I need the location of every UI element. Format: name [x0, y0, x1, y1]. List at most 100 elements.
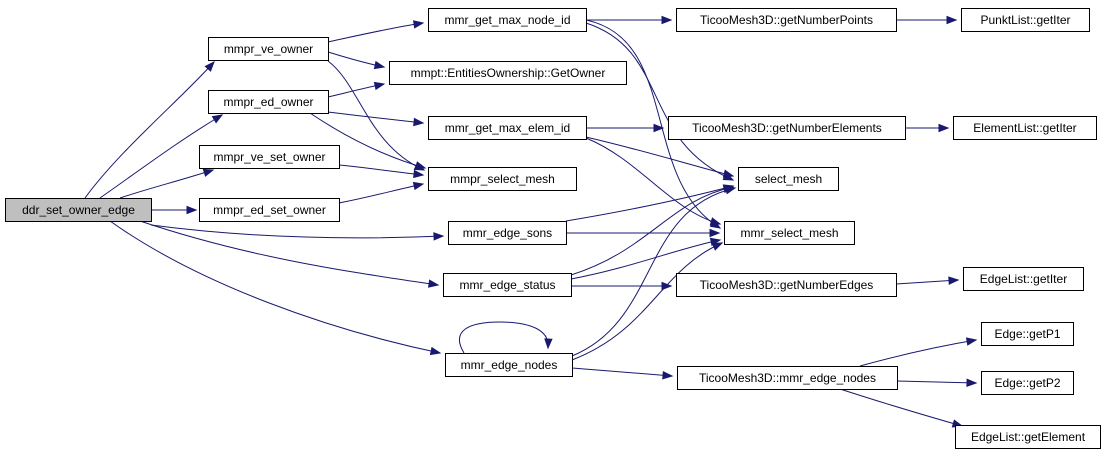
node-box[interactable] [676, 273, 897, 297]
node-box[interactable] [428, 8, 587, 32]
edge-ticoo-edge-nodes-to-get-p2-arrowhead [966, 378, 978, 387]
edge-edge-nodes-to-mmr-select-mesh [571, 242, 723, 361]
edge-edge-status-to-mmr-select-mesh [570, 239, 721, 280]
node-box[interactable] [955, 425, 1101, 449]
node-edge-iter[interactable]: EdgeList::getIter [963, 267, 1084, 291]
node-max-elem-id[interactable]: mmr_get_max_elem_id [428, 116, 587, 140]
node-box[interactable] [963, 267, 1084, 291]
node-box[interactable] [199, 198, 340, 222]
node-box[interactable] [199, 145, 340, 169]
node-box[interactable] [953, 116, 1097, 140]
node-box[interactable] [428, 116, 587, 140]
edge-max-elem-id-to-select-mesh-arrowhead [722, 169, 735, 178]
node-label: mmpt::EntitiesOwnership::GetOwner [411, 66, 606, 80]
edge-max-elem-id-to-mmr-select-mesh-arrowhead [709, 217, 722, 226]
edge-root-to-ed-owner [99, 114, 223, 199]
edge-max-elem-id-to-select-mesh [585, 136, 734, 177]
node-max-node-id[interactable]: mmr_get_max_node_id [428, 8, 587, 32]
edge-layer [84, 15, 978, 428]
edge-ed-set-owner-to-mmpr-select-mesh [338, 183, 424, 204]
edge-max-elem-id-to-num-elements-arrowhead [653, 123, 665, 133]
edge-ed-owner-to-max-elem-id [327, 111, 424, 124]
node-edge-sons[interactable]: mmr_edge_sons [448, 221, 567, 245]
node-label: mmpr_select_mesh [450, 172, 555, 186]
edge-ve-owner-to-get-owner-arrowhead [373, 60, 386, 70]
node-box[interactable] [208, 90, 329, 114]
edge-edge-nodes-to-edge-nodes [458, 321, 549, 354]
node-box[interactable] [443, 273, 572, 297]
node-get-p2[interactable]: Edge::getP2 [981, 371, 1074, 395]
node-box[interactable] [677, 366, 898, 390]
node-label: mmpr_ed_owner [223, 95, 313, 109]
node-label: mmr_get_max_elem_id [445, 121, 570, 135]
edge-ticoo-edge-nodes-to-get-p2 [896, 380, 977, 384]
node-num-elements[interactable]: TicooMesh3D::getNumberElements [668, 116, 906, 140]
node-box[interactable] [676, 8, 897, 32]
node-box[interactable] [981, 322, 1074, 346]
edge-edge-nodes-to-select-mesh [571, 187, 736, 357]
edge-root-to-ed-set-owner-arrowhead [186, 205, 198, 215]
node-get-owner[interactable]: mmpt::EntitiesOwnership::GetOwner [389, 61, 627, 85]
edge-ve-owner-to-max-node-id-arrowhead [412, 20, 425, 29]
node-ve-owner[interactable]: mmpr_ve_owner [208, 37, 329, 61]
node-box[interactable] [428, 167, 577, 191]
node-ve-set-owner[interactable]: mmpr_ve_set_owner [199, 145, 340, 169]
node-get-p1[interactable]: Edge::getP1 [981, 322, 1074, 346]
node-box[interactable] [724, 221, 855, 245]
edge-max-elem-id-to-mmr-select-mesh [585, 137, 721, 225]
node-num-points[interactable]: TicooMesh3D::getNumberPoints [676, 8, 897, 32]
node-mmpr-select-mesh[interactable]: mmpr_select_mesh [428, 167, 577, 191]
node-punkt-iter[interactable]: PunktList::getIter [961, 8, 1090, 32]
edge-ed-owner-to-max-elem-id-arrowhead [413, 117, 425, 127]
node-box[interactable] [448, 221, 567, 245]
edge-ticoo-edge-nodes-to-get-p1-arrowhead [965, 337, 978, 346]
node-ed-owner[interactable]: mmpr_ed_owner [208, 90, 329, 114]
node-ticoo-edge-nodes[interactable]: TicooMesh3D::mmr_edge_nodes [677, 366, 898, 390]
node-label: mmpr_ve_set_owner [213, 150, 325, 164]
edge-root-to-ve-set-owner-arrowhead [202, 168, 215, 177]
node-box[interactable] [445, 353, 573, 377]
node-num-edges[interactable]: TicooMesh3D::getNumberEdges [676, 273, 897, 297]
edge-max-node-id-to-num-points-arrowhead [661, 15, 673, 25]
node-label: mmpr_ve_owner [224, 42, 313, 56]
node-label: EdgeList::getIter [980, 272, 1067, 286]
node-box[interactable] [981, 371, 1074, 395]
edge-ve-set-owner-to-mmpr-select-mesh [338, 164, 424, 176]
node-edge-nodes[interactable]: mmr_edge_nodes [445, 353, 573, 377]
node-label: TicooMesh3D::mmr_edge_nodes [699, 371, 876, 385]
node-box[interactable] [389, 61, 627, 85]
node-get-element[interactable]: EdgeList::getElement [955, 425, 1101, 449]
edge-num-points-to-punkt-iter-arrowhead [946, 15, 958, 25]
node-edge-status[interactable]: mmr_edge_status [443, 273, 572, 297]
edge-num-elements-to-element-iter-arrowhead [938, 123, 950, 133]
edge-edge-status-to-select-mesh [570, 186, 734, 276]
node-box[interactable] [668, 116, 906, 140]
edge-ve-owner-to-mmpr-select-mesh [327, 60, 425, 171]
node-box[interactable] [208, 37, 329, 61]
node-select-mesh[interactable]: select_mesh [738, 167, 839, 191]
node-box[interactable] [961, 8, 1090, 32]
edge-num-edges-to-edge-iter-arrowhead [948, 276, 960, 285]
node-box[interactable] [738, 167, 839, 191]
node-label: mmr_edge_sons [463, 226, 552, 240]
node-ed-set-owner[interactable]: mmpr_ed_set_owner [199, 198, 340, 222]
edge-ed-owner-to-mmpr-select-mesh-arrowhead [414, 161, 427, 170]
edge-ve-set-owner-to-mmpr-select-mesh-arrowhead [413, 169, 425, 179]
edge-ve-owner-to-max-node-id [327, 22, 424, 43]
node-mmr-select-mesh[interactable]: mmr_select_mesh [724, 221, 855, 245]
edge-ticoo-edge-nodes-to-get-p1 [859, 339, 977, 367]
edge-root-to-ve-owner-arrowhead [204, 60, 215, 72]
node-label: ElementList::getIter [973, 121, 1076, 135]
node-label: mmr_select_mesh [740, 226, 838, 240]
edge-root-to-edge-sons [150, 224, 444, 239]
node-root[interactable]: ddr_set_owner_edge [5, 198, 152, 222]
node-label: ddr_set_owner_edge [22, 203, 135, 217]
edge-root-to-edge-status [139, 220, 439, 286]
node-label: select_mesh [755, 172, 822, 186]
node-element-iter[interactable]: ElementList::getIter [953, 116, 1097, 140]
node-label: TicooMesh3D::getNumberElements [692, 121, 882, 135]
node-box[interactable] [5, 198, 152, 222]
edge-edge-nodes-to-ticoo-edge-nodes-arrowhead [662, 371, 674, 380]
edge-ed-owner-to-mmpr-select-mesh [309, 112, 426, 169]
